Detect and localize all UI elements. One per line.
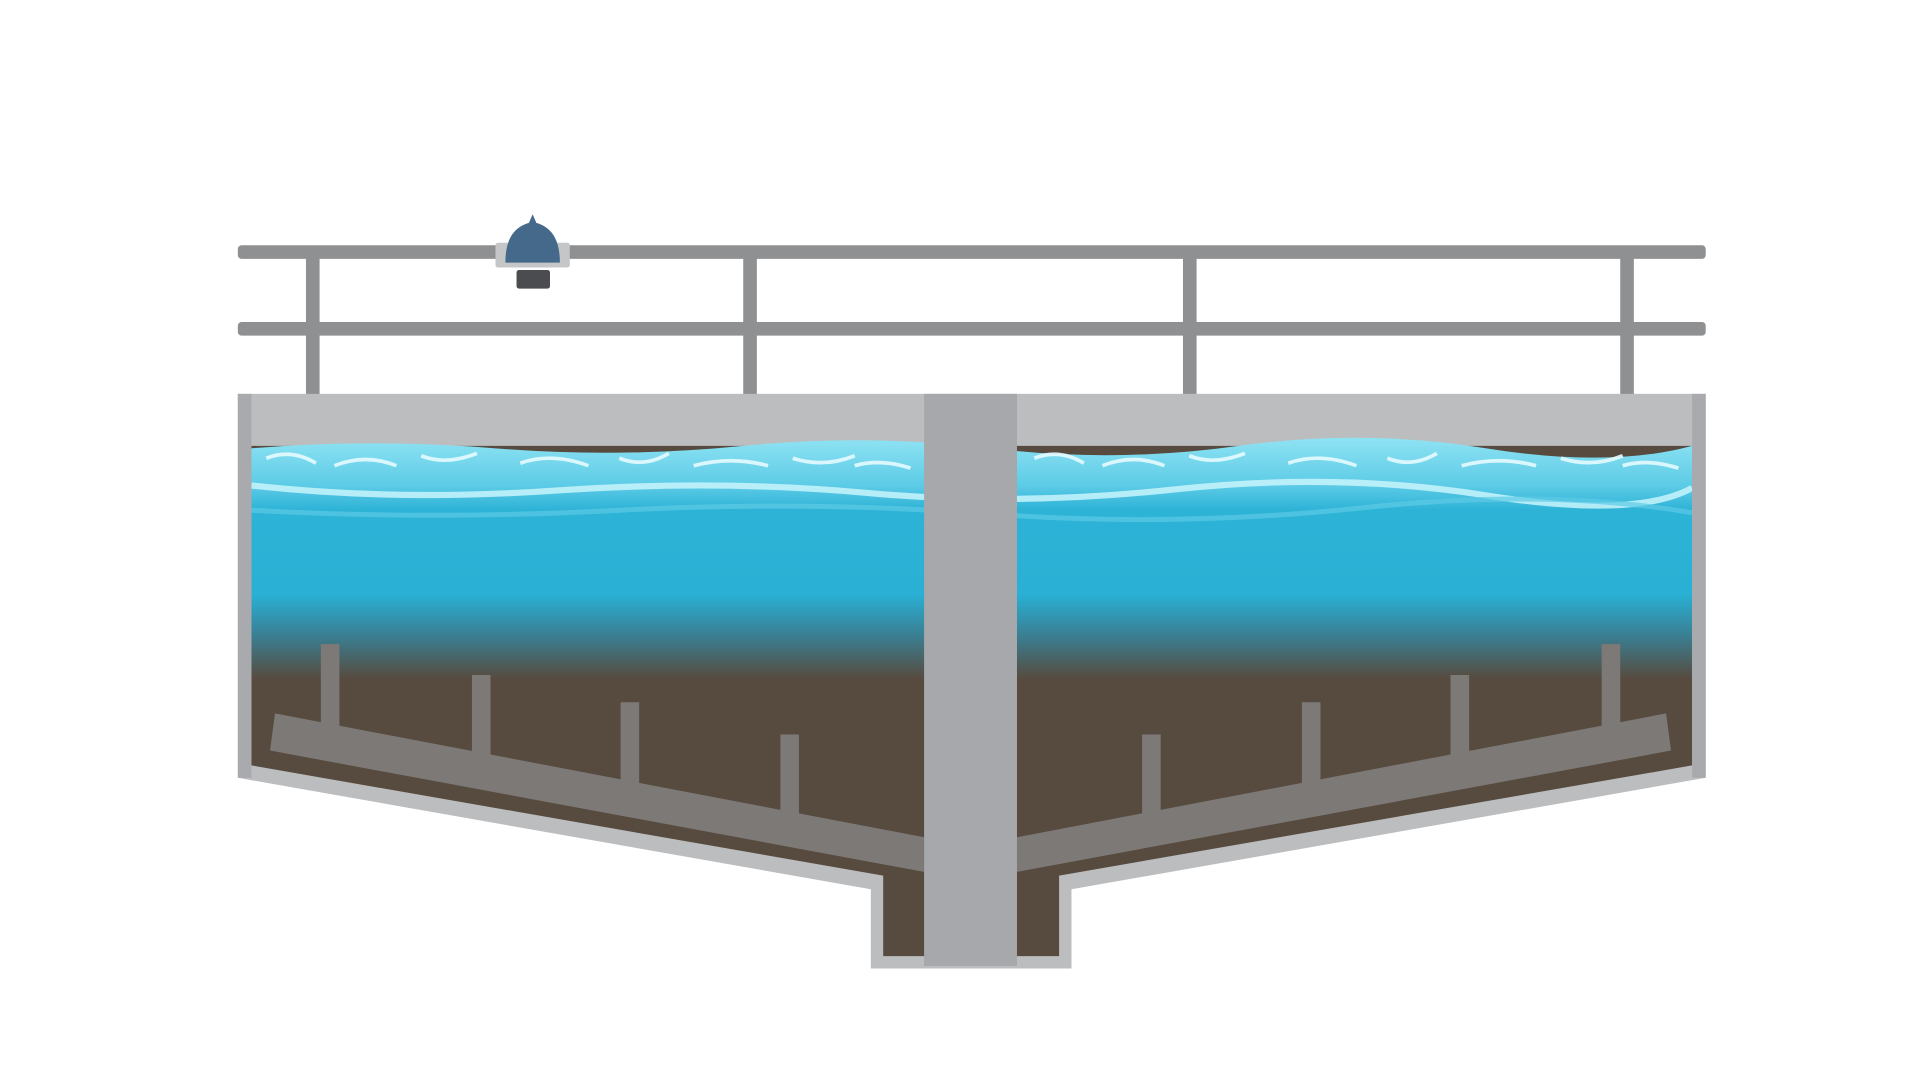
center-column (924, 393, 1017, 967)
railing (237, 245, 1706, 397)
scraper-arm-left (270, 644, 925, 872)
railing-top-bar (237, 245, 1706, 259)
railing-mid-bar (237, 322, 1706, 336)
tank-wall-left (237, 393, 252, 778)
scraper-arm-right (1016, 644, 1672, 872)
water-foam (265, 451, 1680, 470)
level-sensor-icon (495, 214, 570, 289)
tank-wall-right (1692, 393, 1706, 778)
